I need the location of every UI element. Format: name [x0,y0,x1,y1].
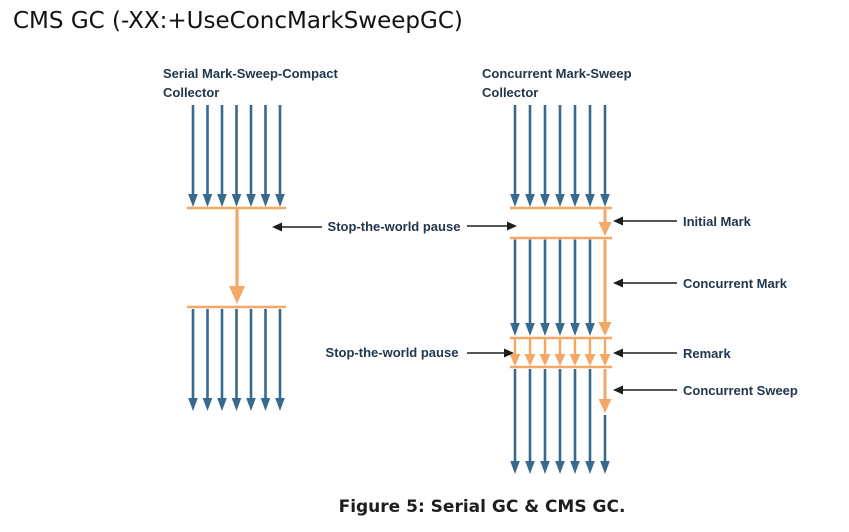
app-thread-arrow [202,309,213,411]
stw-pause-bottom-pointer [467,348,514,358]
app-thread-arrow [260,309,271,411]
remark-gc-arrow [554,339,566,366]
serial-stw-gc-arrow [229,209,245,304]
stop-the-world-pause-label-top: Stop-the-world pause [327,219,461,234]
remark-pointer [613,348,677,358]
concurrent-mark-pointer [613,278,677,288]
remark-gc-arrow [599,339,611,366]
app-thread-arrow [600,415,610,474]
app-thread-arrow [540,105,550,207]
initial-mark-label: Initial Mark [683,214,751,229]
app-thread-arrow [246,105,256,207]
app-thread-arrow [555,239,565,336]
app-thread-arrow [231,309,242,411]
concurrent-sweep-pointer [613,385,677,395]
remark-gc-arrow [509,339,521,366]
app-thread-arrow [188,309,198,411]
concurrent-mark-label: Concurrent Mark [683,276,788,291]
app-thread-arrow [585,105,595,207]
app-thread-arrow [600,105,610,207]
app-thread-arrow [217,105,227,207]
app-thread-arrow [570,239,580,336]
stw-pause-top-left-pointer [272,222,322,232]
app-thread-arrow [510,239,520,336]
app-thread-arrow [525,105,535,207]
app-thread-arrow [540,239,550,336]
cms-collector-heading: Concurrent Mark-Sweep Collector [482,66,632,100]
app-thread-arrow [510,369,520,474]
app-thread-arrow [246,309,256,411]
remark-gc-arrow [539,339,551,366]
concurrent-mark-gc-thread [598,239,612,336]
app-thread-arrow [275,309,285,411]
app-thread-arrow [275,105,285,207]
app-thread-arrow [570,105,580,207]
app-thread-arrow [217,309,227,411]
page-title: CMS GC (-XX:+UseConcMarkSweepGC) [13,8,463,34]
initial-mark-gc-arrow [598,209,612,236]
app-thread-arrow [555,369,565,474]
app-thread-arrow [585,369,595,474]
app-thread-arrow [202,105,213,207]
concurrent-sweep-gc-arrow [598,369,612,413]
remark-gc-arrow [524,339,536,366]
app-thread-arrow [525,239,535,336]
app-thread-arrow [510,105,520,207]
figure-caption: Figure 5: Serial GC & CMS GC. [338,497,626,517]
app-thread-arrow [188,105,198,207]
app-thread-arrow [570,369,580,474]
app-thread-arrow [260,105,271,207]
remark-label: Remark [683,346,731,361]
serial-collector-heading: Serial Mark-Sweep-Compact Collector [163,66,338,100]
app-thread-arrow [231,105,242,207]
stw-pause-top-right-pointer [467,221,517,231]
concurrent-sweep-label: Concurrent Sweep [683,383,798,398]
stop-the-world-pause-label-bottom: Stop-the-world pause [325,345,459,360]
app-thread-arrow [525,369,535,474]
app-thread-arrow [585,239,595,336]
app-thread-arrow [555,105,565,207]
remark-gc-arrow [569,339,581,366]
app-thread-arrow [540,369,550,474]
initial-mark-pointer [613,216,677,226]
remark-gc-arrow [584,339,596,366]
